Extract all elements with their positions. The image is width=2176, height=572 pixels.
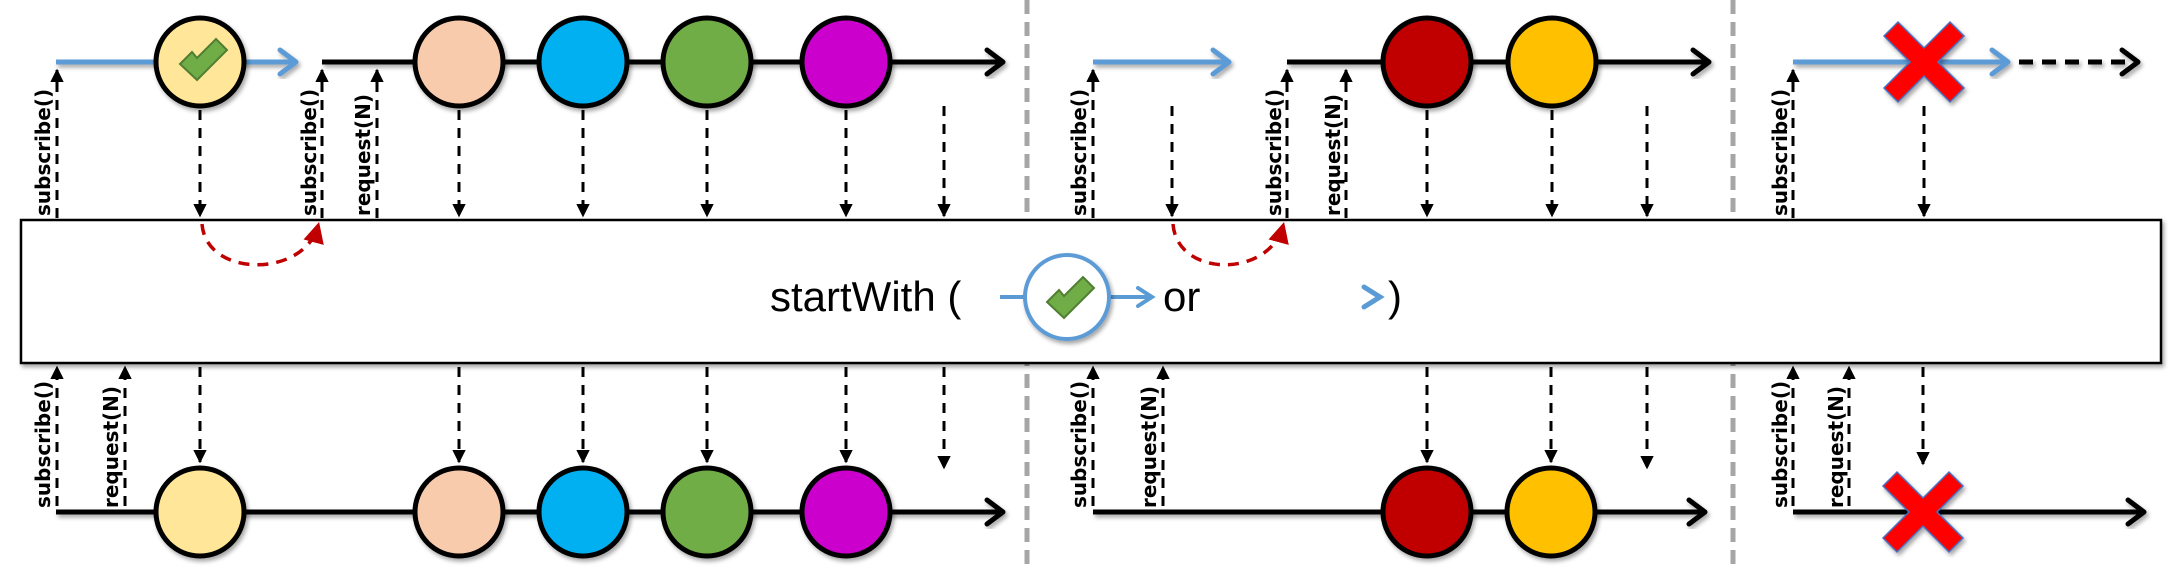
request-label: request(N) (1321, 94, 1345, 216)
marbles (153, 15, 2073, 559)
error-x-icon (1881, 470, 1965, 554)
subscribe-label: subscribe() (1768, 381, 1792, 508)
prefix-timeline-3 (1793, 47, 2011, 77)
arrowhead-icon (1361, 284, 1385, 310)
marble-peach (412, 15, 506, 109)
output-timeline-3 (1793, 497, 2147, 527)
request-label: request(N) (351, 94, 375, 216)
subscribe-label: subscribe() (31, 381, 55, 508)
marble-magenta (799, 465, 893, 559)
unsubscribed-source-timeline (2019, 47, 2141, 77)
request-label: request(N) (99, 386, 123, 508)
arrowhead-icon (2119, 47, 2141, 77)
option-b-empty (1227, 255, 1385, 339)
subscribe-label: subscribe() (297, 89, 321, 216)
arrowhead-icon (1686, 497, 1708, 527)
reorder-arrow (200, 221, 324, 267)
or-label: or (1163, 273, 1200, 320)
arrowhead-icon (1989, 47, 2011, 77)
error-x-icon (1882, 20, 1966, 104)
checkmark-icon (178, 37, 229, 82)
marble-amber (1504, 465, 1598, 559)
request-label: request(N) (1137, 386, 1161, 508)
request-label: request(N) (1824, 386, 1848, 508)
marble-amber (1505, 15, 1599, 109)
arrowhead-icon (1210, 47, 1232, 77)
marble-peach (412, 465, 506, 559)
subscribe-label: subscribe() (1067, 381, 1091, 508)
prefix-timeline-2 (1093, 47, 1232, 77)
checkmark-icon (1045, 275, 1096, 320)
error-marker (1881, 470, 1965, 554)
arrowhead-icon (2125, 497, 2147, 527)
arrowhead-icon (1136, 286, 1156, 308)
source-timeline-2 (1287, 47, 1712, 77)
marble-blue (536, 465, 630, 559)
marble-dark-red (1380, 465, 1474, 559)
arrowhead-icon (984, 497, 1006, 527)
subscribe-label: subscribe() (1768, 89, 1792, 216)
arrowhead-icon (1690, 47, 1712, 77)
subscribe-label: subscribe() (1262, 89, 1286, 216)
marble-magenta (799, 15, 893, 109)
arrowhead-icon (277, 47, 299, 77)
error-marker (1882, 20, 1966, 104)
arrowhead-icon (984, 47, 1006, 77)
subscribe-label: subscribe() (31, 89, 55, 216)
close-paren: ) (1388, 273, 1402, 320)
subscribe-label: subscribe() (1067, 89, 1091, 216)
signal-arrows (50, 68, 1931, 506)
operator-label: startWith ( (770, 273, 961, 320)
option-a-single-value (1000, 253, 1156, 341)
marble-blue (536, 15, 630, 109)
marble-start-value (153, 465, 247, 559)
marble-green (660, 465, 754, 559)
marble-green (660, 15, 754, 109)
marble-dark-red (1380, 15, 1474, 109)
operator-box (19, 218, 2163, 365)
signal-labels: subscribe() subscribe() request(N) subscrib… (31, 89, 1848, 508)
